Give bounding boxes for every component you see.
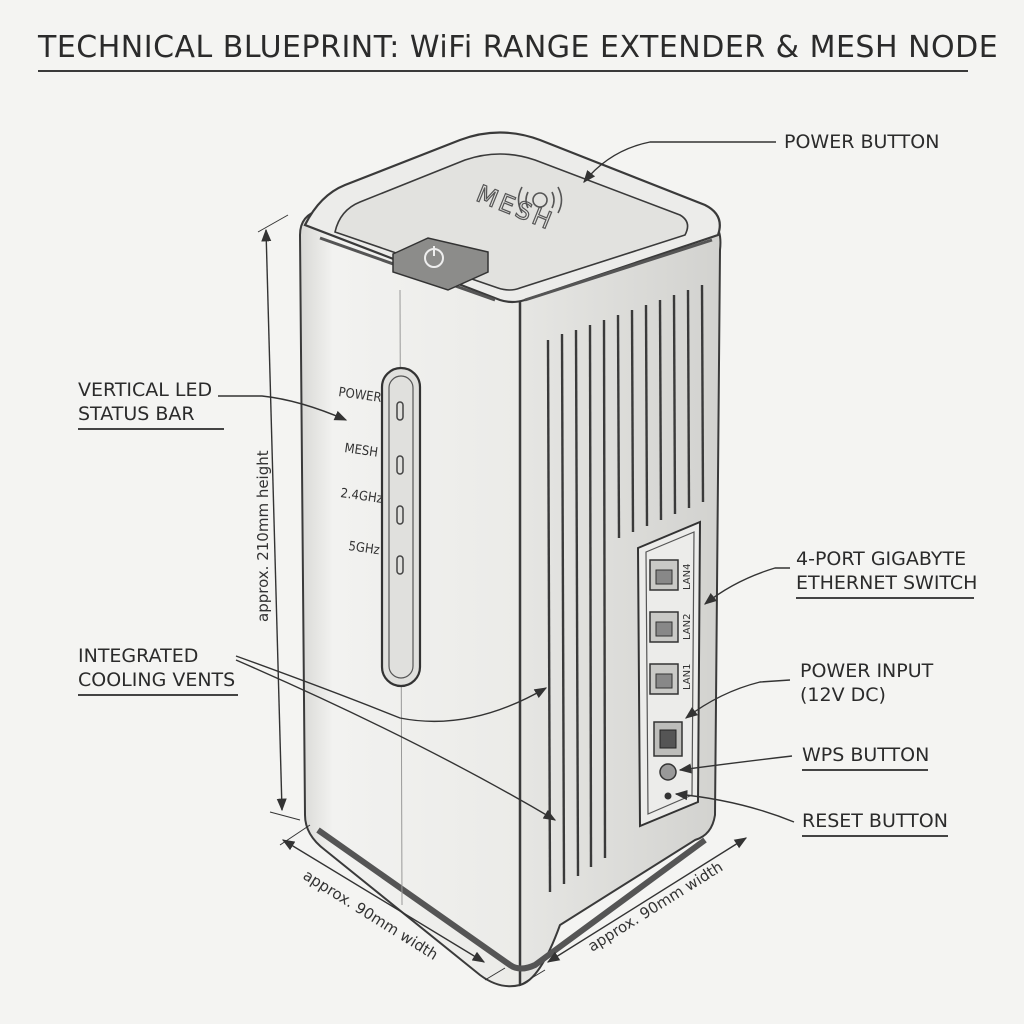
led-power (396, 401, 404, 421)
led-label-2-4ghz: 2.4GHz (339, 486, 383, 507)
callout-power-button-text: POWER BUTTON (784, 131, 940, 153)
leader-power-input (684, 679, 791, 719)
reset-button[interactable] (664, 792, 672, 800)
title-underline (38, 70, 968, 72)
leader-led-bar (218, 395, 348, 421)
callout-led-bar-line1: VERTICAL LED (78, 379, 213, 401)
led-label-mesh: MESH (343, 441, 378, 461)
height-dimension-line (261, 228, 287, 812)
dimension-lines (257, 214, 748, 986)
led-status-bar: POWER MESH 2.4GHz 5GHz (337, 366, 422, 688)
front-width-dimension-line (281, 839, 486, 963)
ethernet-port-lan4[interactable] (649, 559, 679, 591)
callout-wps-button-text: WPS BUTTON (802, 744, 930, 766)
led-label-power: POWER (337, 385, 382, 406)
led-label-5ghz: 5GHz (347, 539, 380, 558)
callout-led-bar: VERTICAL LED STATUS BAR (78, 378, 224, 430)
port-label-lan2: LAN2 (682, 614, 693, 640)
callout-power-button: POWER BUTTON (784, 130, 939, 154)
leader-reset (674, 790, 795, 823)
cooling-vents (546, 284, 705, 893)
led-mesh (396, 455, 404, 475)
leader-power-button (583, 141, 776, 183)
leader-switch (704, 567, 790, 605)
callout-reset-button: RESET BUTTON (802, 809, 948, 837)
leader-vents (235, 655, 548, 723)
callout-power-input: POWER INPUT (12V DC) (800, 659, 933, 707)
ethernet-port-lan1[interactable] (649, 663, 679, 695)
height-dimension-label: approx. 210mm height (254, 450, 272, 622)
port-panel: LAN4 LAN2 LAN1 (636, 520, 702, 828)
port-label-lan4: LAN4 (682, 564, 693, 590)
led-indicators (396, 401, 404, 575)
callout-cooling-vents: INTEGRATED COOLING VENTS (78, 644, 238, 696)
callout-switch-line1: 4-PORT GIGABYTE (796, 548, 967, 570)
base-band (316, 827, 707, 972)
callout-vents-line2: COOLING VENTS (78, 669, 236, 691)
callout-power-input-line1: POWER INPUT (800, 660, 934, 682)
port-label-lan1: LAN1 (682, 664, 693, 690)
callout-ethernet-switch: 4-PORT GIGABYTE ETHERNET SWITCH (796, 547, 977, 599)
led-2-4ghz (396, 505, 404, 525)
top-power-button[interactable] (392, 237, 489, 291)
ethernet-port-lan2[interactable] (649, 611, 679, 643)
side-width-dimension-line (546, 837, 748, 963)
leader-lines (218, 141, 795, 823)
led-5ghz (396, 555, 404, 575)
callout-vents-line1: INTEGRATED (78, 645, 199, 667)
diagram-title: TECHNICAL BLUEPRINT: WiFi RANGE EXTENDER… (38, 30, 999, 65)
callout-reset-button-text: RESET BUTTON (802, 810, 948, 832)
wps-button[interactable] (659, 763, 677, 781)
callout-power-input-line2: (12V DC) (800, 684, 886, 706)
leader-wps (678, 755, 793, 774)
callout-switch-line2: ETHERNET SWITCH (796, 572, 978, 594)
callout-wps-button: WPS BUTTON (802, 743, 929, 771)
dc-power-jack[interactable] (653, 721, 683, 757)
callout-led-bar-line2: STATUS BAR (78, 403, 195, 425)
